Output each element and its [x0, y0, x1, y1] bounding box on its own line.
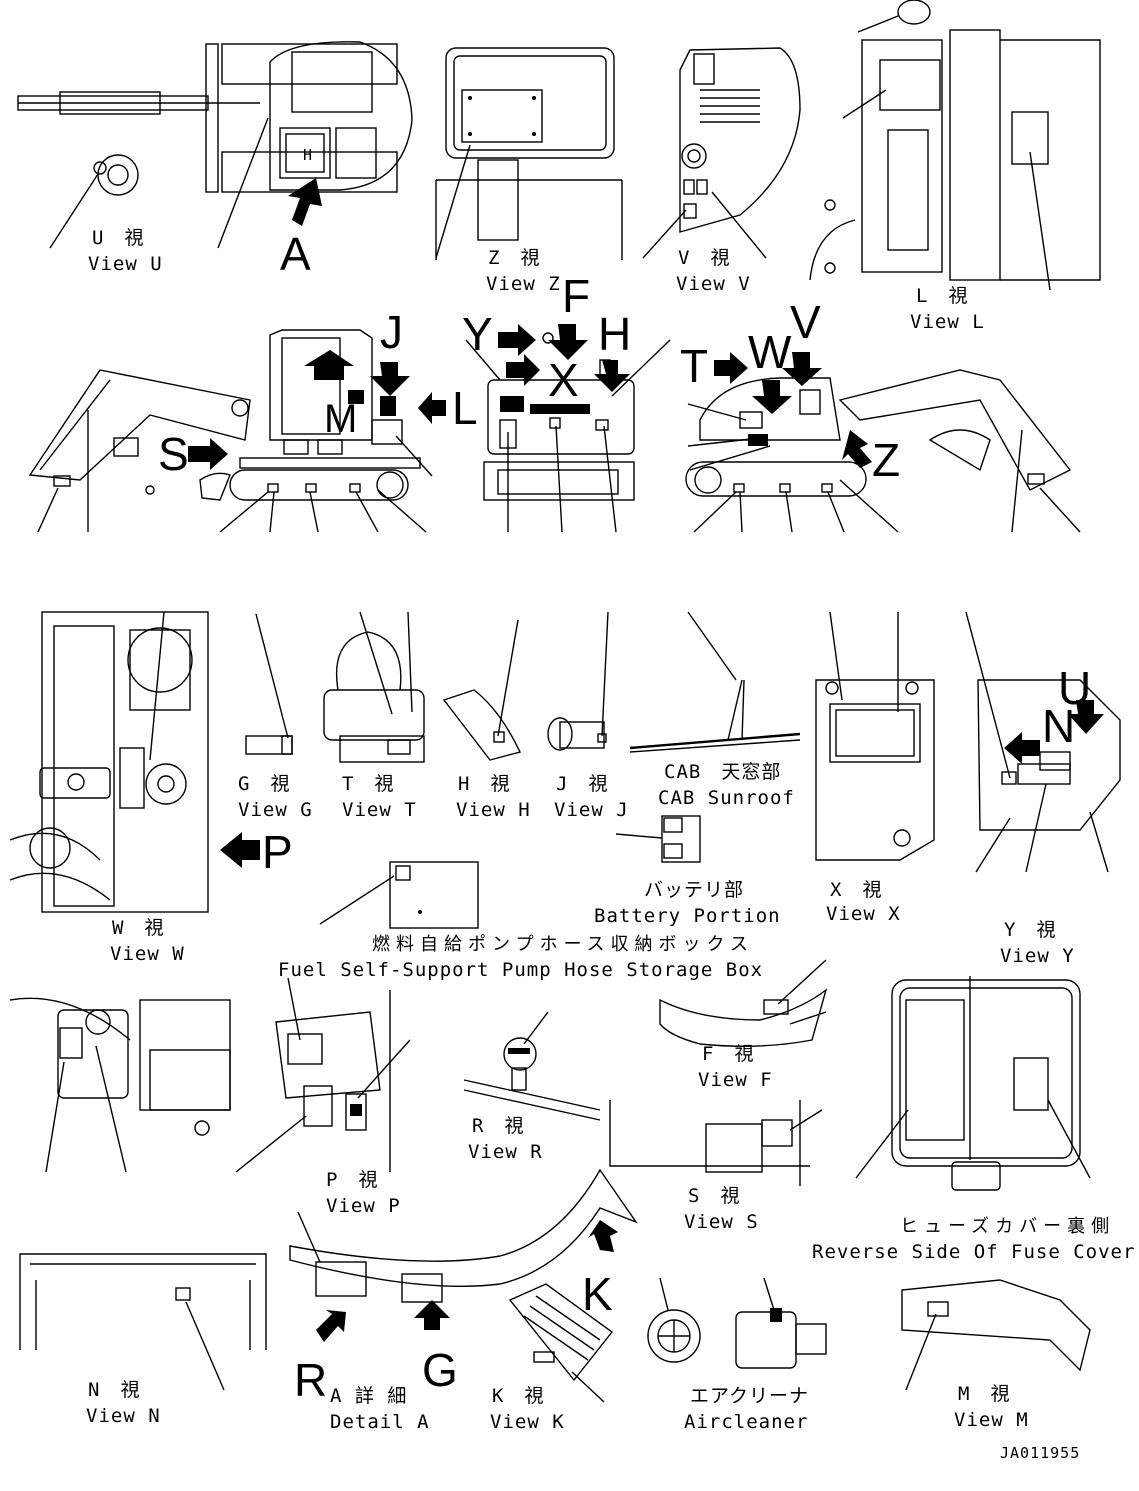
view-t-label: View T [342, 799, 417, 821]
view-f-drawing [659, 959, 828, 1047]
arrow-letter-n: N [1042, 700, 1075, 752]
view-k-label: View K [490, 1411, 565, 1433]
view-g-jp: G 視 [238, 773, 290, 795]
view-n-label: View N [86, 1405, 161, 1427]
view-h-label: View H [456, 799, 531, 821]
drawing-code: JA011955 [1000, 1444, 1080, 1462]
view-l-drawing [809, 0, 1101, 291]
view-m-label: View M [954, 1409, 1029, 1431]
detail-a-drawing [289, 1168, 638, 1342]
view-n-drawing [19, 1253, 267, 1391]
view-f-jp: F 視 [702, 1043, 754, 1065]
arrow-letter-a: A [280, 228, 311, 280]
arrow-letter-x: X [548, 354, 579, 406]
machine-left-side [28, 329, 446, 533]
view-u-jp: U 視 [92, 227, 144, 249]
fuse-cover-drawing [855, 976, 1091, 1191]
machine-right-side [685, 352, 1081, 533]
fuel-box-label: Fuel Self-Support Pump Hose Storage Box [278, 959, 763, 981]
view-u-label: View U [88, 253, 163, 275]
view-j-label: View J [554, 799, 629, 821]
battery-portion-drawing [615, 815, 701, 863]
view-s-label: View S [684, 1211, 759, 1233]
arrow-letter-r: R [294, 1354, 327, 1406]
view-t-jp: T 視 [342, 773, 394, 795]
arrow-letter-h: H [598, 308, 631, 360]
battery-portion-jp: バッテリ部 [644, 879, 744, 901]
machine-rear-view [465, 324, 671, 533]
arrow-letter-f: F [562, 270, 590, 322]
engine-detail-left [9, 997, 231, 1173]
view-r-label: View R [468, 1141, 543, 1163]
aircleaner-jp: エアクリーナ [690, 1385, 809, 1407]
view-p-jp: P 視 [326, 1169, 378, 1191]
aircleaner-label: Aircleaner [684, 1411, 808, 1433]
view-h-jp: H 視 [458, 773, 510, 795]
view-g-label: View G [238, 799, 313, 821]
arrow-letter-p: P [262, 826, 293, 878]
aircleaner-drawing [647, 1277, 827, 1369]
arrow-letter-s: S [158, 428, 189, 480]
view-r-drawing [463, 1011, 601, 1121]
detail-a-label: Detail A [330, 1411, 430, 1433]
view-y-jp: Y 視 [1004, 919, 1056, 941]
view-s-jp: S 視 [688, 1185, 740, 1207]
fuel-box-jp: 燃料自給ポンプホース収納ボックス [372, 934, 754, 955]
svg-text:H: H [303, 146, 313, 164]
view-n-jp: N 視 [88, 1379, 140, 1401]
fuse-cover-label: Reverse Side Of Fuse Cover [812, 1241, 1135, 1263]
view-u-drawing: H [17, 41, 413, 249]
view-r-jp: R 視 [472, 1115, 524, 1137]
arrow-letter-z: Z [872, 434, 900, 486]
view-k-drawing [508, 1283, 614, 1403]
view-x-jp: X 視 [830, 879, 882, 901]
arrow-letter-g: G [422, 1344, 458, 1396]
view-w-jp: W 視 [112, 917, 164, 939]
view-l-jp: L 視 [916, 285, 968, 307]
view-y-label: View Y [1000, 945, 1075, 967]
arrow-letter-m: M [324, 397, 357, 441]
view-s-drawing [609, 1100, 823, 1186]
view-m-jp: M 視 [958, 1383, 1010, 1405]
view-j-jp: J 視 [556, 773, 608, 795]
cab-sunroof-jp: CAB 天窓部 [664, 761, 781, 783]
view-v-drawing [642, 47, 801, 259]
arrow-letter-t: T [680, 340, 708, 392]
view-x-drawing [815, 611, 935, 861]
detail-a-jp: A 詳 細 [330, 1385, 407, 1407]
view-m-drawing [901, 1279, 1091, 1391]
arrow-letter-v: V [790, 296, 821, 348]
view-v-label: View V [676, 273, 751, 295]
view-k-jp: K 視 [492, 1385, 544, 1407]
view-p-label: View P [326, 1195, 401, 1217]
arrow-letter-j: J [380, 306, 403, 358]
view-x-label: View X [826, 903, 901, 925]
fuel-box-drawing [319, 861, 479, 929]
view-z-label: View Z [486, 273, 561, 295]
view-v-jp: V 視 [678, 247, 730, 269]
view-l-label: View L [910, 311, 985, 333]
cab-sunroof-drawing [629, 611, 801, 753]
battery-portion-label: Battery Portion [594, 905, 781, 927]
view-t-drawing [323, 611, 425, 763]
view-j-drawing [547, 611, 609, 751]
cab-sunroof-label: CAB Sunroof [658, 787, 795, 809]
view-p-drawing [235, 977, 411, 1173]
arrow-letter-u: U [1058, 662, 1091, 714]
view-z-jp: Z 視 [488, 247, 540, 269]
arrow-letter-k: K [582, 1268, 613, 1320]
arrow-letter-l: L [452, 382, 478, 434]
view-y-drawing [965, 611, 1121, 873]
view-w-drawing [9, 611, 260, 913]
arrow-letter-w: W [748, 326, 792, 378]
fuse-cover-jp: ヒューズカバー裏側 [900, 1216, 1115, 1237]
view-f-label: View F [698, 1069, 773, 1091]
view-z-drawing [435, 47, 623, 260]
view-w-label: View W [110, 943, 185, 965]
view-h-drawing [442, 619, 521, 761]
arrow-letter-y: Y [462, 308, 493, 360]
view-g-drawing [245, 613, 293, 755]
